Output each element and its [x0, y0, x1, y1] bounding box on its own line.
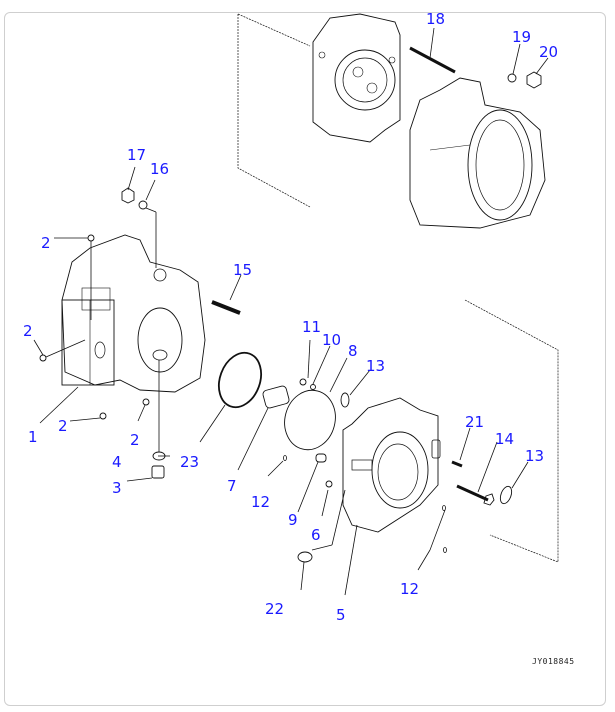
callout-14[interactable]: 14	[495, 430, 515, 448]
callout-23[interactable]: 23	[180, 453, 200, 471]
callout-5[interactable]: 5	[336, 606, 346, 624]
callout-4[interactable]: 4	[112, 453, 122, 471]
diagram-frame	[4, 12, 606, 706]
housing-part-1	[39, 187, 241, 479]
callout-2[interactable]: 2	[58, 417, 68, 435]
end-cover-part-5	[297, 299, 559, 563]
leader-lines	[33, 27, 549, 596]
callout-18[interactable]: 18	[426, 10, 446, 28]
callout-13[interactable]: 13	[525, 447, 545, 465]
callout-9[interactable]: 9	[288, 511, 298, 529]
callout-16[interactable]: 16	[150, 160, 170, 178]
callout-22[interactable]: 22	[265, 600, 285, 618]
callout-1[interactable]: 1	[28, 428, 38, 446]
callout-12[interactable]: 12	[400, 580, 420, 598]
callout-15[interactable]: 15	[233, 261, 253, 279]
callout-2[interactable]: 2	[23, 322, 33, 340]
callout-19[interactable]: 19	[512, 28, 532, 46]
callout-8[interactable]: 8	[348, 342, 358, 360]
callout-20[interactable]: 20	[539, 43, 559, 61]
seals-and-bearing	[218, 351, 350, 488]
callout-11[interactable]: 11	[302, 318, 322, 336]
callout-2[interactable]: 2	[41, 234, 51, 252]
callout-13[interactable]: 13	[366, 357, 386, 375]
callout-3[interactable]: 3	[112, 479, 122, 497]
upper-assembly-reference	[237, 13, 546, 229]
callout-10[interactable]: 10	[322, 331, 342, 349]
callout-6[interactable]: 6	[311, 526, 321, 544]
figure-id: JY018845	[532, 657, 575, 666]
callout-21[interactable]: 21	[465, 413, 485, 431]
callout-7[interactable]: 7	[227, 477, 237, 495]
callout-12[interactable]: 12	[251, 493, 271, 511]
callout-2[interactable]: 2	[130, 431, 140, 449]
callout-17[interactable]: 17	[127, 146, 147, 164]
